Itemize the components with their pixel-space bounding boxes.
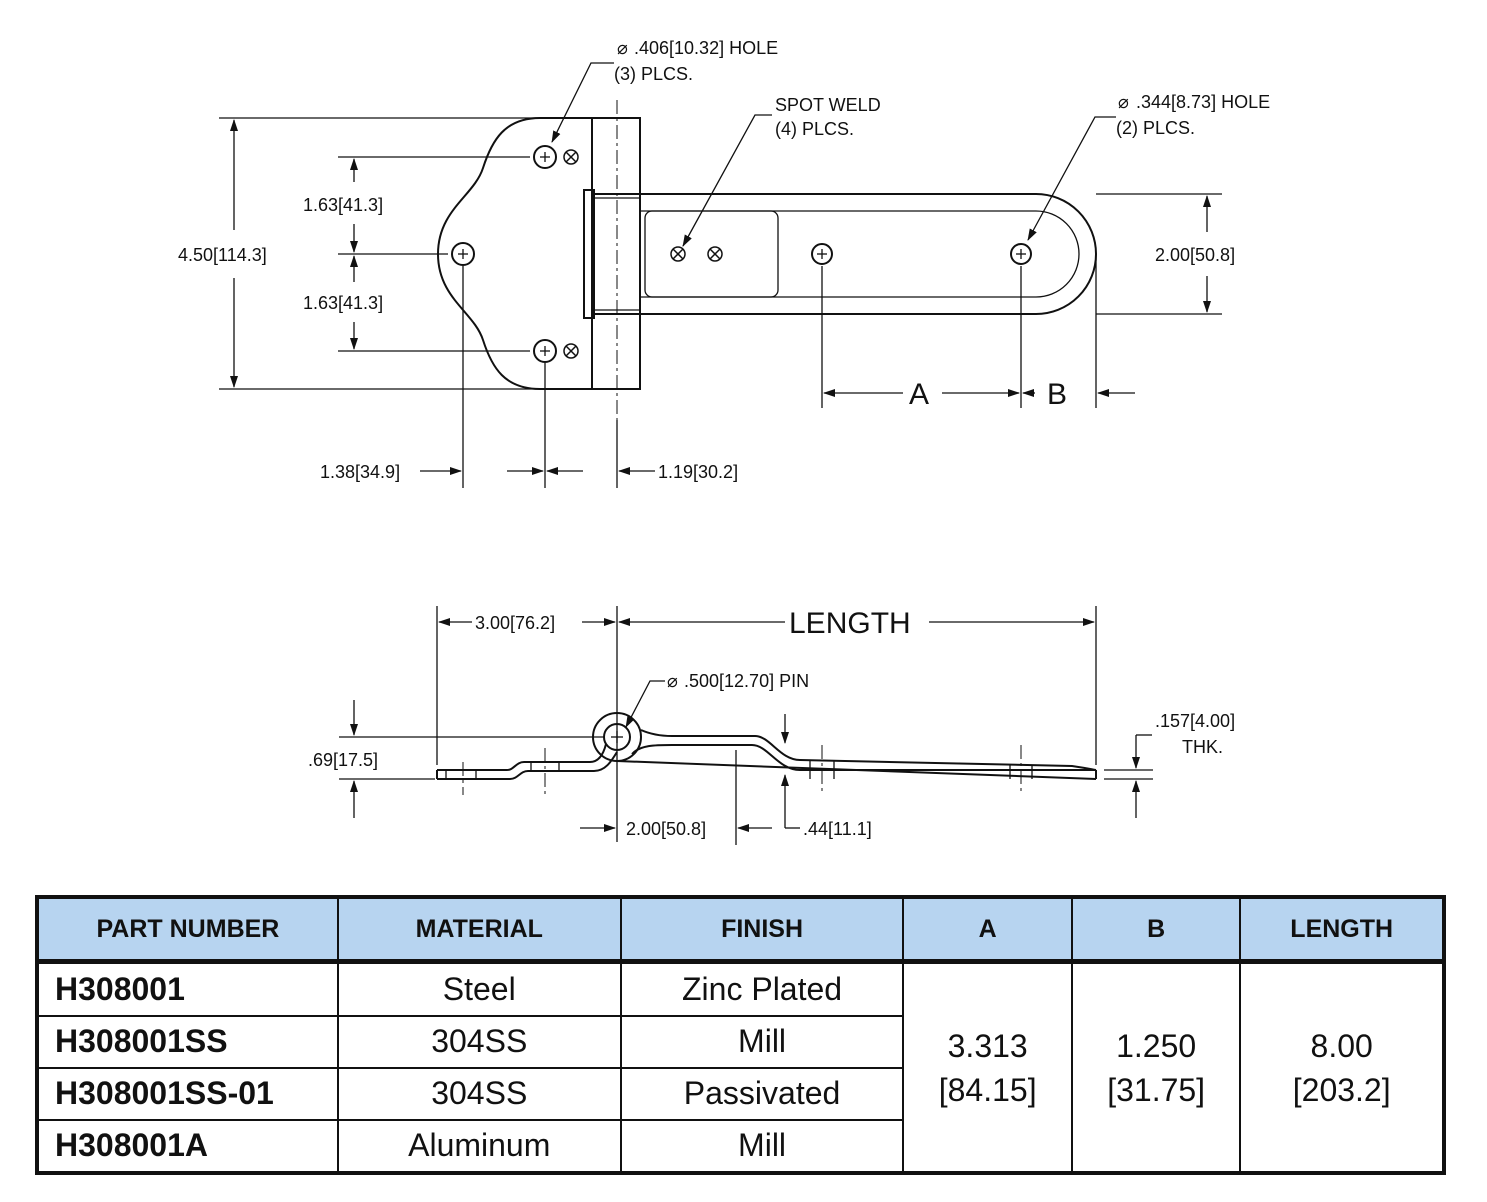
strap-hole-a [811,243,833,265]
table-row: H308001SS 304SS Mill [36,1014,1444,1069]
hole-section-marks [445,745,1033,795]
leaf-hole-lower [533,339,557,363]
strap-hole-b [1010,243,1032,265]
b-value: 1.250 [1116,1027,1197,1064]
spot-weld-qty: (4) PLCS. [775,119,854,139]
finish-cell: Zinc Plated [619,960,905,1017]
header-finish: FINISH [619,896,905,964]
a-value-cell: 3.313 [84.15] [902,960,1073,1174]
header-material: MATERIAL [336,896,622,964]
spot-weld-leader [682,114,772,247]
spot-weld-icon [563,149,579,165]
leaf-hole-center [451,242,475,266]
label-b: B [1047,378,1067,411]
spot-weld-pad [644,210,779,298]
leaf-profile [437,743,607,771]
leaf-hole-upper [533,145,557,169]
dim-hole-spacing-upper: 1.63[41.3] [303,195,383,215]
strap-profile [640,729,1097,771]
diameter-symbol: ⌀ [1118,92,1129,112]
spot-weld-icon [563,343,579,359]
top-view: ⌀ .406[10.32] HOLE (3) PLCS. SPOT WELD (… [178,38,1270,488]
a-value: 3.313 [947,1027,1028,1064]
hole-406-qty: (3) PLCS. [614,64,693,84]
table-row: H308001SS-01 304SS Passivated [36,1066,1444,1121]
dim-pin-offset: 1.19[30.2] [658,462,738,482]
a-metric: [84.15] [938,1071,1037,1108]
hole-406-leader [551,62,614,143]
spot-weld-icon [670,246,686,262]
length-value-cell: 8.00 [203.2] [1239,960,1445,1174]
thickness-label: THK. [1182,737,1223,757]
table-header-row: PART NUMBER MATERIAL FINISH A B LENGTH [36,896,1445,964]
diameter-symbol: ⌀ [617,38,628,58]
label-length: LENGTH [789,607,911,640]
knuckle-outline [591,117,641,390]
hole-406-callout: .406[10.32] HOLE [634,38,778,58]
dim-leaf-hole-offset: 1.38[34.9] [320,462,400,482]
dim-offset-length: 2.00[50.8] [626,819,706,839]
pin-callout: .500[12.70] PIN [684,671,809,691]
finish-cell: Mill [619,1014,905,1069]
b-metric: [31.75] [1107,1071,1206,1108]
header-a: A [902,896,1073,964]
header-length: LENGTH [1239,896,1445,964]
knuckle-gap [583,189,595,319]
finish-cell: Mill [619,1118,905,1175]
strap-inner-outline [640,210,1080,298]
dim-offset-height: .44[11.1] [803,819,872,839]
table-row: H308001 Steel Zinc Plated 3.313 [84.15] … [36,960,1445,1174]
hole-344-leader [1027,116,1116,241]
dim-leaf-length: 3.00[76.2] [475,613,555,633]
header-part-number: PART NUMBER [36,896,339,964]
part-number-cell: H308001 [36,960,339,1017]
part-spec-table: PART NUMBER MATERIAL FINISH A B LENGTH H… [35,895,1446,1175]
spot-weld-callout: SPOT WELD [775,95,881,115]
material-cell: Aluminum [336,1118,622,1175]
hole-344-callout: .344[8.73] HOLE [1136,92,1270,112]
dim-height: .69[17.5] [308,750,378,770]
pin-leader [625,680,665,728]
part-number-cell: H308001SS-01 [36,1066,339,1121]
label-a: A [909,378,929,411]
dim-hole-spacing-lower: 1.63[41.3] [303,293,383,313]
material-cell: Steel [336,960,622,1017]
part-number-cell: H308001SS [36,1014,339,1069]
material-cell: 304SS [336,1066,622,1121]
hinge-drawing: ⌀ .406[10.32] HOLE (3) PLCS. SPOT WELD (… [178,38,1270,845]
dim-overall-height: 4.50[114.3] [178,245,267,265]
dim-strap-width: 2.00[50.8] [1155,245,1235,265]
b-value-cell: 1.250 [31.75] [1070,960,1242,1174]
diameter-symbol: ⌀ [667,671,678,691]
length-value: 8.00 [1310,1027,1373,1064]
part-number-cell: H308001A [36,1118,339,1175]
header-b: B [1070,896,1242,964]
finish-cell: Passivated [619,1066,905,1121]
length-metric: [203.2] [1292,1071,1391,1108]
table-row: H308001A Aluminum Mill [36,1118,1444,1175]
hole-344-qty: (2) PLCS. [1116,118,1195,138]
side-view: 3.00[76.2] LENGTH ⌀ .500[12.70] PIN .69[… [308,606,1235,845]
spot-weld-icon [707,246,723,262]
material-cell: 304SS [336,1014,622,1069]
dim-thickness: .157[4.00] [1155,711,1235,731]
